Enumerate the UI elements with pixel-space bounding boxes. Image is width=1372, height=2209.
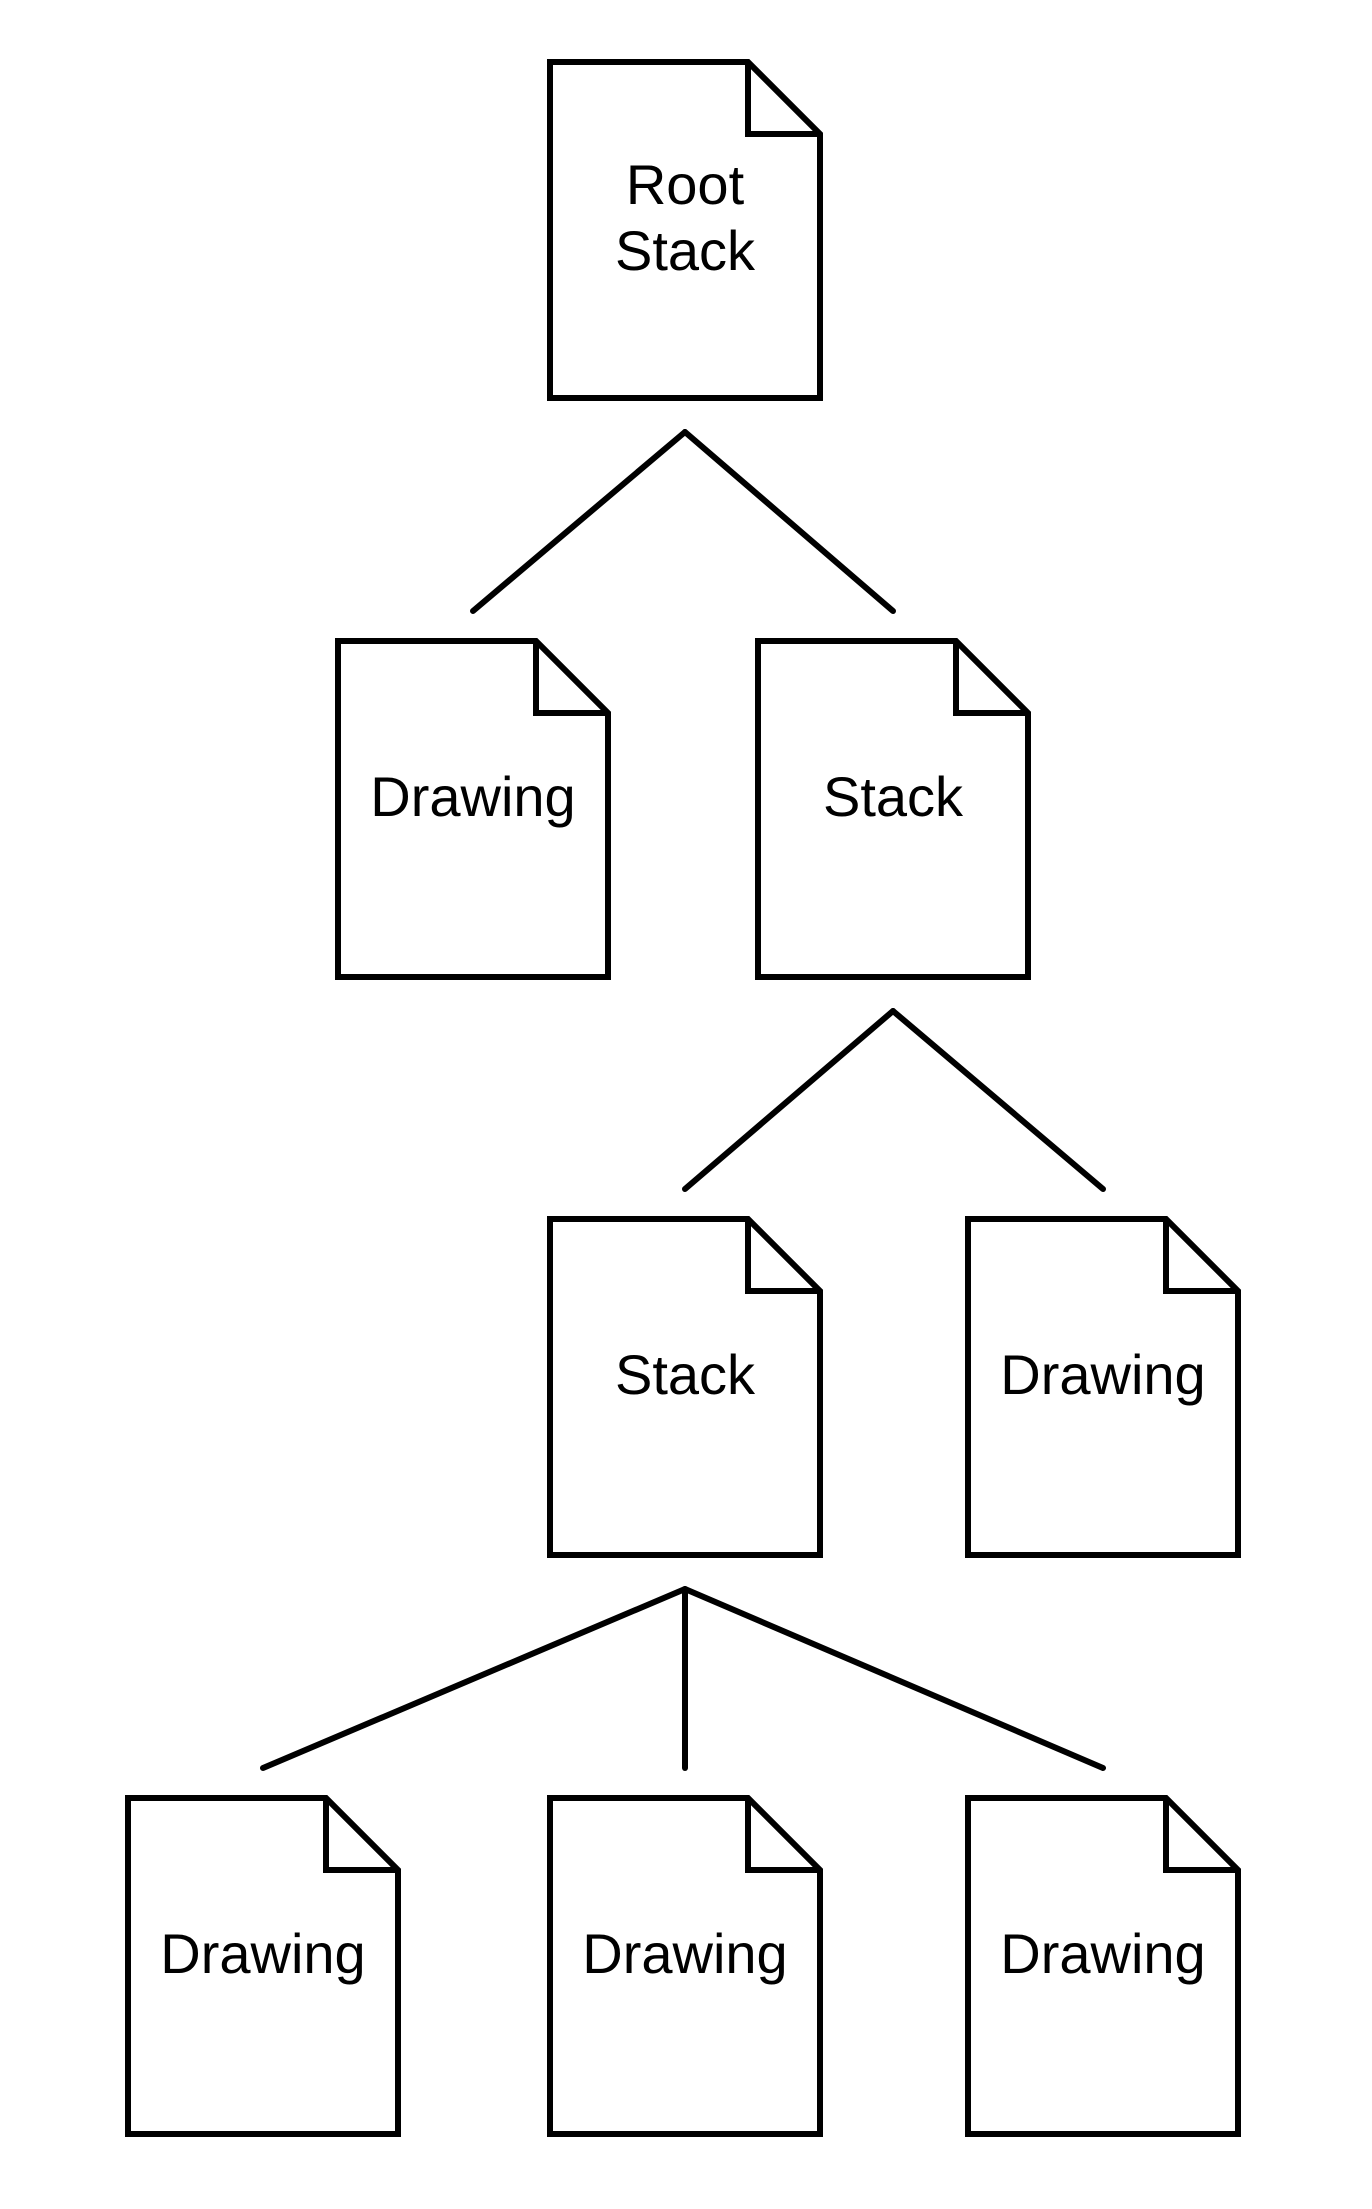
connector-s1-to-s2 bbox=[682, 1008, 896, 1192]
node-label: Drawing bbox=[1000, 1343, 1205, 1406]
connector-s2-to-d3 bbox=[260, 1586, 688, 1771]
node-label: Drawing bbox=[370, 765, 575, 828]
node-label: Drawing bbox=[582, 1922, 787, 1985]
document-node-d5: Drawing bbox=[965, 1795, 1241, 2137]
page-fold-corner bbox=[323, 1798, 398, 1873]
connector-root-to-d1 bbox=[470, 429, 688, 614]
node-label: Drawing bbox=[1000, 1922, 1205, 1985]
page-fold-corner bbox=[533, 641, 608, 716]
connector-s2-to-d5 bbox=[682, 1586, 1106, 1771]
document-node-d2: Drawing bbox=[965, 1216, 1241, 1558]
document-shape bbox=[965, 1795, 1241, 2137]
document-node-s2: Stack bbox=[547, 1216, 823, 1558]
connector-s1-to-d2 bbox=[890, 1008, 1106, 1192]
document-shape bbox=[965, 1216, 1241, 1558]
document-shape bbox=[755, 638, 1031, 980]
document-shape bbox=[547, 59, 823, 401]
document-shape bbox=[547, 1216, 823, 1558]
node-label: Root bbox=[626, 153, 745, 216]
document-shape bbox=[125, 1795, 401, 2137]
page-fold-corner bbox=[745, 1219, 820, 1294]
document-node-d1: Drawing bbox=[335, 638, 611, 980]
page-fold-corner bbox=[745, 1798, 820, 1873]
document-shape bbox=[547, 1795, 823, 2137]
document-node-d4: Drawing bbox=[547, 1795, 823, 2137]
node-label: Stack bbox=[615, 219, 756, 282]
document-shape bbox=[335, 638, 611, 980]
page-fold-corner bbox=[745, 62, 820, 137]
connector-layer bbox=[260, 429, 1106, 1771]
node-label: Stack bbox=[823, 765, 964, 828]
document-node-s1: Stack bbox=[755, 638, 1031, 980]
document-node-d3: Drawing bbox=[125, 1795, 401, 2137]
node-label: Drawing bbox=[160, 1922, 365, 1985]
page-fold-corner bbox=[1163, 1219, 1238, 1294]
connector-root-to-s1 bbox=[682, 429, 896, 614]
node-label: Stack bbox=[615, 1343, 756, 1406]
page-fold-corner bbox=[1163, 1798, 1238, 1873]
page-fold-corner bbox=[953, 641, 1028, 716]
